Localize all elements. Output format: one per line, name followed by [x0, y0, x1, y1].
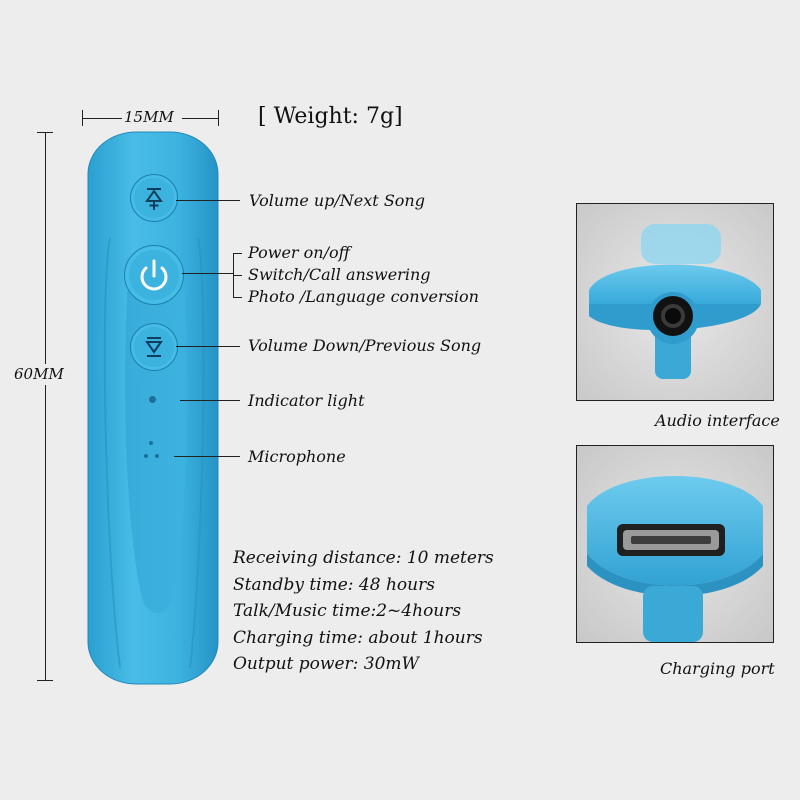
- spec-item: Talk/Music time:2~4hours: [233, 601, 462, 621]
- leader-line: [176, 200, 240, 201]
- leader-line: [233, 275, 242, 276]
- microphone-label: Microphone: [248, 447, 346, 466]
- leader-line: [182, 273, 234, 274]
- audio-interface-photo: [576, 203, 774, 401]
- spec-item: Charging time: about 1hours: [233, 627, 483, 648]
- power-label-line1: Power on/off: [248, 243, 350, 262]
- dimension-line: [182, 118, 219, 119]
- indicator-light-icon: [149, 396, 156, 403]
- dimension-line: [45, 132, 46, 364]
- leader-line: [180, 400, 240, 401]
- spec-item: Standby time: 48 hours: [233, 574, 435, 595]
- audio-interface-caption: Audio interface: [655, 411, 780, 430]
- volume-down-label: Volume Down/Previous Song: [248, 336, 482, 355]
- leader-line: [176, 346, 240, 347]
- power-label-line2: Switch/Call answering: [248, 265, 431, 284]
- leader-line: [233, 253, 242, 254]
- volume-down-button[interactable]: [130, 323, 178, 371]
- charging-port-photo: [576, 445, 774, 643]
- charging-port-caption: Charging port: [660, 659, 775, 678]
- spec-item: Receiving distance: 10 meters: [233, 548, 494, 568]
- leader-line: [174, 456, 240, 457]
- spec-item: Output power: 30mW: [233, 654, 419, 674]
- volume-up-button[interactable]: [130, 174, 178, 222]
- leader-line: [233, 297, 242, 298]
- dimension-line: [82, 118, 122, 119]
- weight-label: [ Weight: 7g]: [258, 104, 403, 129]
- power-button[interactable]: [124, 245, 184, 305]
- height-label: 60MM: [14, 365, 64, 383]
- specs-list: Receiving distance: 10 meters Standby ti…: [233, 548, 494, 681]
- power-icon: [140, 259, 168, 291]
- volume-up-label: Volume up/Next Song: [249, 191, 425, 210]
- power-label-line3: Photo /Language conversion: [248, 287, 479, 306]
- volume-down-previous-icon: [145, 337, 163, 357]
- width-label: 15MM: [124, 108, 174, 126]
- indicator-light-label: Indicator light: [248, 391, 365, 410]
- volume-up-next-icon: [145, 188, 163, 210]
- dimension-line: [45, 385, 46, 681]
